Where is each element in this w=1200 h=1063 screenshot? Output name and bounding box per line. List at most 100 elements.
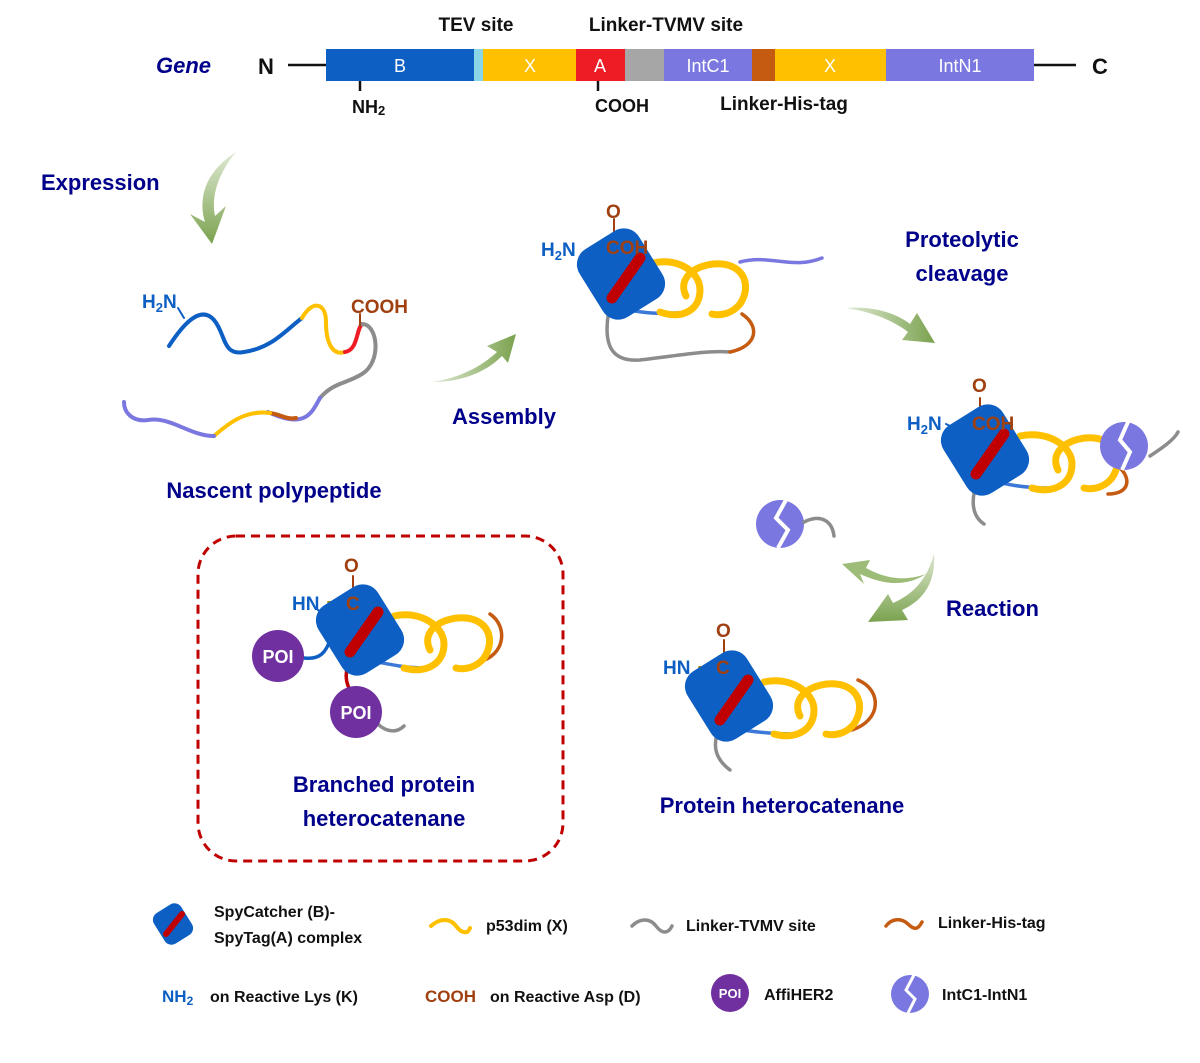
- legend-nh2-desc: on Reactive Lys (K): [210, 989, 358, 1006]
- heterocatenane-ring-1: [760, 677, 818, 740]
- heterocatenane-label: Protein heterocatenane: [660, 793, 905, 818]
- assembled-catenane: [585, 218, 824, 362]
- gene-segment-a: [576, 49, 625, 81]
- linker-tvmv-site-label: Linker-TVMV site: [589, 15, 743, 36]
- assembled-o-label: O: [606, 202, 621, 223]
- cleaved-o-label: O: [972, 376, 987, 397]
- gene-segment-intn1: [886, 49, 1034, 81]
- assembled-spytag: [606, 252, 646, 304]
- nascent-a-strand: [343, 322, 364, 354]
- legend-linker-his-text: Linker-His-tag: [938, 915, 1046, 932]
- gene-cooh-label: COOH: [595, 96, 649, 116]
- gene-segment-intc1-label: IntC1: [686, 56, 729, 76]
- branched-ring-1: [390, 611, 448, 674]
- expression-label: Expression: [41, 170, 160, 195]
- branched-frame: [196, 534, 565, 863]
- legend-p53dim-icon: [429, 918, 472, 935]
- gene-segment-x1-label: X: [524, 56, 536, 76]
- assembled-h2n-label: H2N: [541, 240, 576, 263]
- proteolytic-label-2: cleavage: [916, 261, 1009, 286]
- branched-label-2: heterocatenane: [303, 806, 466, 831]
- released-intein-break: [773, 499, 791, 549]
- legend-cooh-desc: on Reactive Asp (D): [490, 989, 641, 1006]
- branched-poi-1: [252, 630, 304, 682]
- cleaved-coh-label: COH: [972, 414, 1014, 435]
- heterocatenane-spycatcher: [684, 650, 774, 742]
- gene-segment-linker-tvmv: [625, 49, 664, 81]
- tev-site-label: TEV site: [439, 15, 514, 36]
- branched-o-label: O: [344, 556, 359, 577]
- cleaved-ring-1: [1016, 431, 1076, 494]
- legend-affiher2-text: AffiHER2: [764, 987, 833, 1004]
- reaction-label: Reaction: [946, 596, 1039, 621]
- gene-segment-linker-his: [752, 49, 775, 81]
- gene-segment-intn1-label: IntN1: [938, 56, 981, 76]
- assembled-gray-linker: [605, 314, 732, 362]
- c-terminus-label: C: [1092, 54, 1108, 79]
- legend-cooh-label: COOH: [425, 987, 476, 1006]
- nascent-polypeptide: [122, 303, 378, 438]
- nascent-b-strand: [167, 312, 304, 355]
- legend: SpyCatcher (B)- SpyTag(A) complex p53dim…: [152, 903, 1046, 1014]
- legend-poi-icon: [711, 974, 749, 1012]
- branched-blue-to-poi: [302, 638, 332, 661]
- nascent-h2n-bond: [177, 307, 185, 319]
- branched-poi-2: [330, 686, 382, 738]
- heterocatenane-ring-2: [794, 680, 864, 739]
- n-terminus-label: N: [258, 54, 274, 79]
- cleaved-h2n-label: H2N: [907, 414, 942, 437]
- legend-intein-text: IntC1-IntN1: [942, 987, 1027, 1004]
- nascent-x-strand: [300, 303, 347, 355]
- legend-p53dim-text: p53dim (X): [486, 918, 568, 935]
- legend-spytag-icon: [163, 911, 185, 937]
- proteolytic-label-1: Proteolytic: [905, 227, 1019, 252]
- branched-hn-label: HN: [292, 594, 319, 615]
- nascent-intn1-strand: [122, 400, 216, 438]
- cleaved-spycatcher: [940, 404, 1030, 496]
- branched-ring-2: [424, 614, 494, 673]
- assembled-ring-2: [680, 260, 750, 319]
- branched-poi-1-label: POI: [262, 647, 293, 667]
- nascent-x2-strand: [212, 410, 272, 438]
- proteolytic-arrow: [846, 307, 935, 343]
- branched-c-label: C: [346, 594, 360, 615]
- gene-segment-tev: [474, 49, 483, 81]
- assembled-intein-tail: [738, 256, 824, 265]
- expression-arrow: [190, 152, 236, 244]
- legend-intein-break: [904, 974, 917, 1014]
- gene-segment-x2: [775, 49, 886, 81]
- branched-poi-2-label: POI: [340, 703, 371, 723]
- heterocatenane-hn-label: HN: [663, 658, 690, 679]
- gene-segment-intc1: [664, 49, 752, 81]
- heterocatenane-his-linker: [850, 678, 877, 732]
- gene-segment-x1: [483, 49, 576, 81]
- reaction-side-arrow: [842, 560, 926, 584]
- legend-nh2-label: NH2: [162, 987, 194, 1008]
- cleaved-spytag: [970, 428, 1010, 480]
- branched-label-1: Branched protein: [293, 772, 475, 797]
- legend-spycatcher-text-2: SpyTag(A) complex: [214, 930, 362, 947]
- gene-map: Gene N C B X A IntC1 X IntN1 TEV site Li…: [156, 15, 1108, 118]
- assembled-his-linker: [728, 312, 756, 354]
- assembled-spycatcher: [576, 228, 666, 320]
- legend-linker-his-icon: [884, 918, 924, 930]
- assembly-arrow: [432, 334, 516, 382]
- nascent-cooh-label: COOH: [351, 297, 408, 318]
- gene-label: Gene: [156, 53, 211, 78]
- nascent-polypeptide-label: Nascent polypeptide: [166, 478, 381, 503]
- heterocatenane-o-label: O: [716, 621, 731, 642]
- nascent-gray-strand: [318, 322, 378, 400]
- legend-poi-text: POI: [719, 986, 741, 1001]
- cleaved-gray-end: [1148, 430, 1180, 458]
- nascent-his-strand: [268, 411, 298, 421]
- legend-linker-tvmv-text: Linker-TVMV site: [686, 918, 816, 935]
- legend-spycatcher-text-1: SpyCatcher (B)-: [214, 904, 335, 921]
- assembled-coh-label: COH: [606, 238, 648, 259]
- gene-segment-x2-label: X: [824, 56, 836, 76]
- reaction-arrow: [868, 553, 935, 622]
- released-intein-tail: [802, 516, 836, 538]
- gene-segment-b: [326, 49, 474, 81]
- branched-spytag: [344, 606, 384, 658]
- nascent-h2n-label: H2N: [142, 292, 177, 315]
